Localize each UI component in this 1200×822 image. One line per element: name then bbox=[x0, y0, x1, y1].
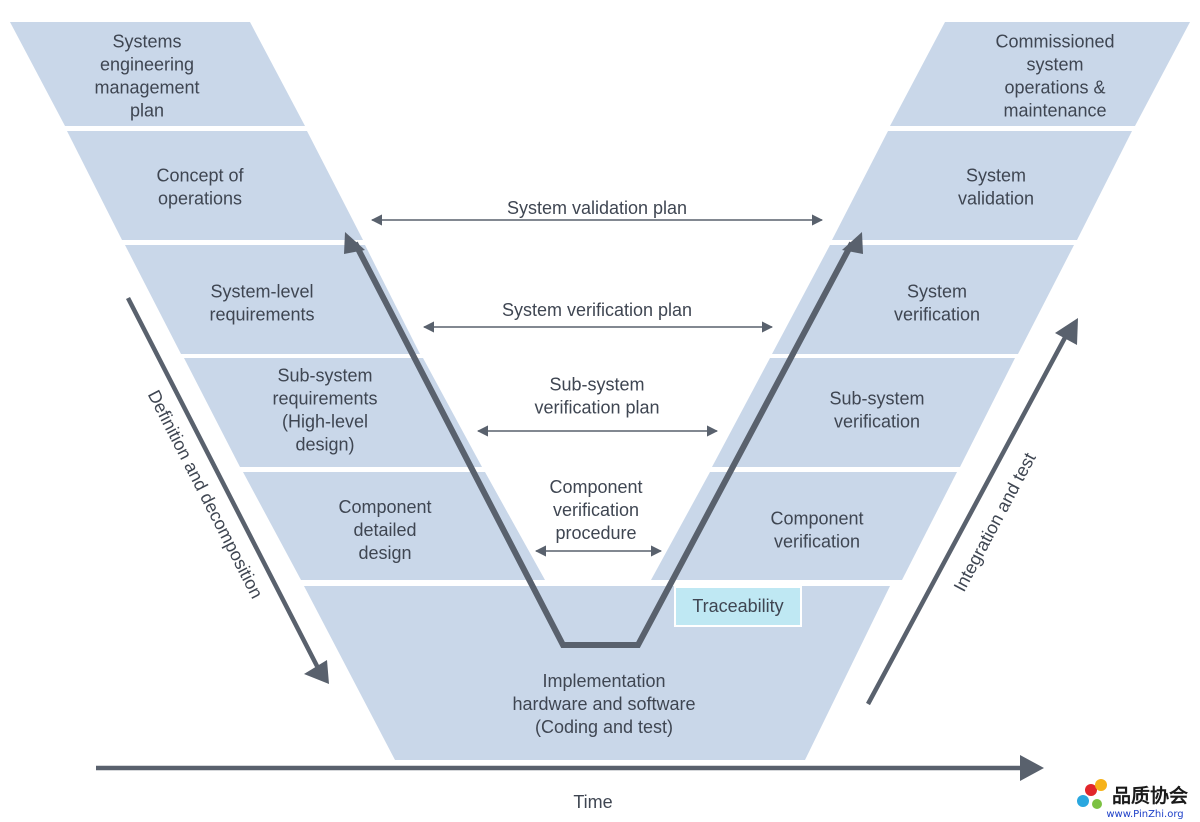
left-band-label: System-level requirements bbox=[209, 282, 314, 325]
implementation-label-line: hardware and software bbox=[512, 694, 695, 714]
right-band-label-line: Commissioned bbox=[995, 32, 1114, 52]
right-band-label-line: verification bbox=[774, 532, 860, 552]
plan-label-line: Sub-system bbox=[549, 375, 644, 395]
traceability-box bbox=[674, 586, 802, 627]
plan-label: Component verification procedure bbox=[549, 477, 642, 543]
band-systems-engineering-management-plan bbox=[10, 22, 305, 126]
time-label: Time bbox=[573, 792, 612, 812]
plan-label: System validation plan bbox=[507, 198, 687, 218]
left-band-label-line: requirements bbox=[272, 389, 377, 409]
band-system-level-requirements bbox=[125, 245, 420, 354]
watermark: 品质协会 www.PinZhi.org bbox=[1077, 779, 1188, 820]
left-band-label-line: design) bbox=[295, 435, 354, 455]
band-sub-system-verification bbox=[712, 358, 1015, 467]
time-arrowhead bbox=[1020, 755, 1044, 781]
plan-label: Sub-system verification plan bbox=[534, 375, 659, 418]
band-system-validation bbox=[832, 131, 1132, 240]
v-line-right-arrowhead bbox=[842, 232, 863, 254]
band-system-verification bbox=[772, 245, 1074, 354]
implementation-label: Implementation hardware and software (Codi… bbox=[512, 671, 695, 737]
band-concept-of-operations bbox=[67, 131, 363, 240]
left-band-label-line: (High-level bbox=[282, 412, 368, 432]
plan-label-line: procedure bbox=[555, 523, 636, 543]
plan-label-line: Component bbox=[549, 477, 642, 497]
left-band-label-line: System-level bbox=[210, 282, 313, 302]
watermark-url: www.PinZhi.org bbox=[1106, 809, 1183, 820]
right-band-label-line: System bbox=[907, 282, 967, 302]
plan-label-line: System verification plan bbox=[502, 300, 692, 320]
right-band-label-line: operations & bbox=[1004, 78, 1105, 98]
left-band-label-line: Component bbox=[338, 497, 431, 517]
implementation-label-line: Implementation bbox=[542, 671, 665, 691]
left-band-label: Sub-system requirements (High-level design) bbox=[272, 366, 377, 455]
plan-label-line: System validation plan bbox=[507, 198, 687, 218]
plan-label-line: verification bbox=[553, 500, 639, 520]
right-band-label-line: system bbox=[1026, 55, 1083, 75]
right-band-label-line: validation bbox=[958, 189, 1034, 209]
right-band-label: System validation bbox=[958, 166, 1034, 209]
left-band-label-line: Sub-system bbox=[277, 366, 372, 386]
right-band-label: Sub-system verification bbox=[829, 389, 924, 432]
plan-label: System verification plan bbox=[502, 300, 692, 320]
left-band-label-line: engineering bbox=[100, 55, 194, 75]
left-band-label-line: requirements bbox=[209, 305, 314, 325]
left-band-label: Concept of operations bbox=[156, 166, 244, 209]
integration-test-arrowhead bbox=[1055, 318, 1078, 345]
left-band-label-line: operations bbox=[158, 189, 242, 209]
traceability-v-line bbox=[352, 241, 855, 648]
implementation-label-line: (Coding and test) bbox=[535, 717, 673, 737]
definition-decomposition-arrow-shaft bbox=[125, 296, 321, 670]
diagram-labels: Systems engineering management planConcept … bbox=[94, 32, 1114, 738]
left-band-label-line: detailed bbox=[353, 520, 416, 540]
left-band-label: Component detailed design bbox=[338, 497, 431, 563]
left-band-label-line: Concept of bbox=[156, 166, 244, 186]
band-commissioned-system-operations bbox=[890, 22, 1190, 126]
band-component-verification bbox=[651, 472, 957, 580]
band-sub-system-requirements bbox=[184, 358, 482, 467]
v-line-left-arrowhead bbox=[344, 232, 365, 254]
right-band-label: System verification bbox=[894, 282, 980, 325]
watermark-cn: 品质协会 bbox=[1112, 784, 1188, 807]
right-band-label: Component verification bbox=[770, 509, 863, 552]
left-band-label: Systems engineering management plan bbox=[94, 32, 199, 121]
integration-test-arrow-shaft bbox=[866, 330, 1070, 706]
right-band-label-line: maintenance bbox=[1003, 101, 1106, 121]
left-band-label-line: design bbox=[358, 543, 411, 563]
left-band-label-line: management bbox=[94, 78, 199, 98]
right-band-label-line: Component bbox=[770, 509, 863, 529]
right-band-label-line: Sub-system bbox=[829, 389, 924, 409]
band-component-detailed-design bbox=[243, 472, 545, 580]
traceability-label: Traceability bbox=[692, 596, 783, 616]
right-band-label-line: verification bbox=[894, 305, 980, 325]
watermark-logo bbox=[1077, 779, 1107, 809]
right-band-label-line: verification bbox=[834, 412, 920, 432]
right-band-label-line: System bbox=[966, 166, 1026, 186]
left-band-label-line: plan bbox=[130, 101, 164, 121]
right-band-label: Commissioned system operations & maintenanc… bbox=[995, 32, 1114, 121]
plan-label-line: verification plan bbox=[534, 398, 659, 418]
left-band-label-line: Systems bbox=[112, 32, 181, 52]
band-implementation bbox=[304, 586, 890, 760]
definition-decomposition-arrowhead bbox=[304, 660, 329, 684]
